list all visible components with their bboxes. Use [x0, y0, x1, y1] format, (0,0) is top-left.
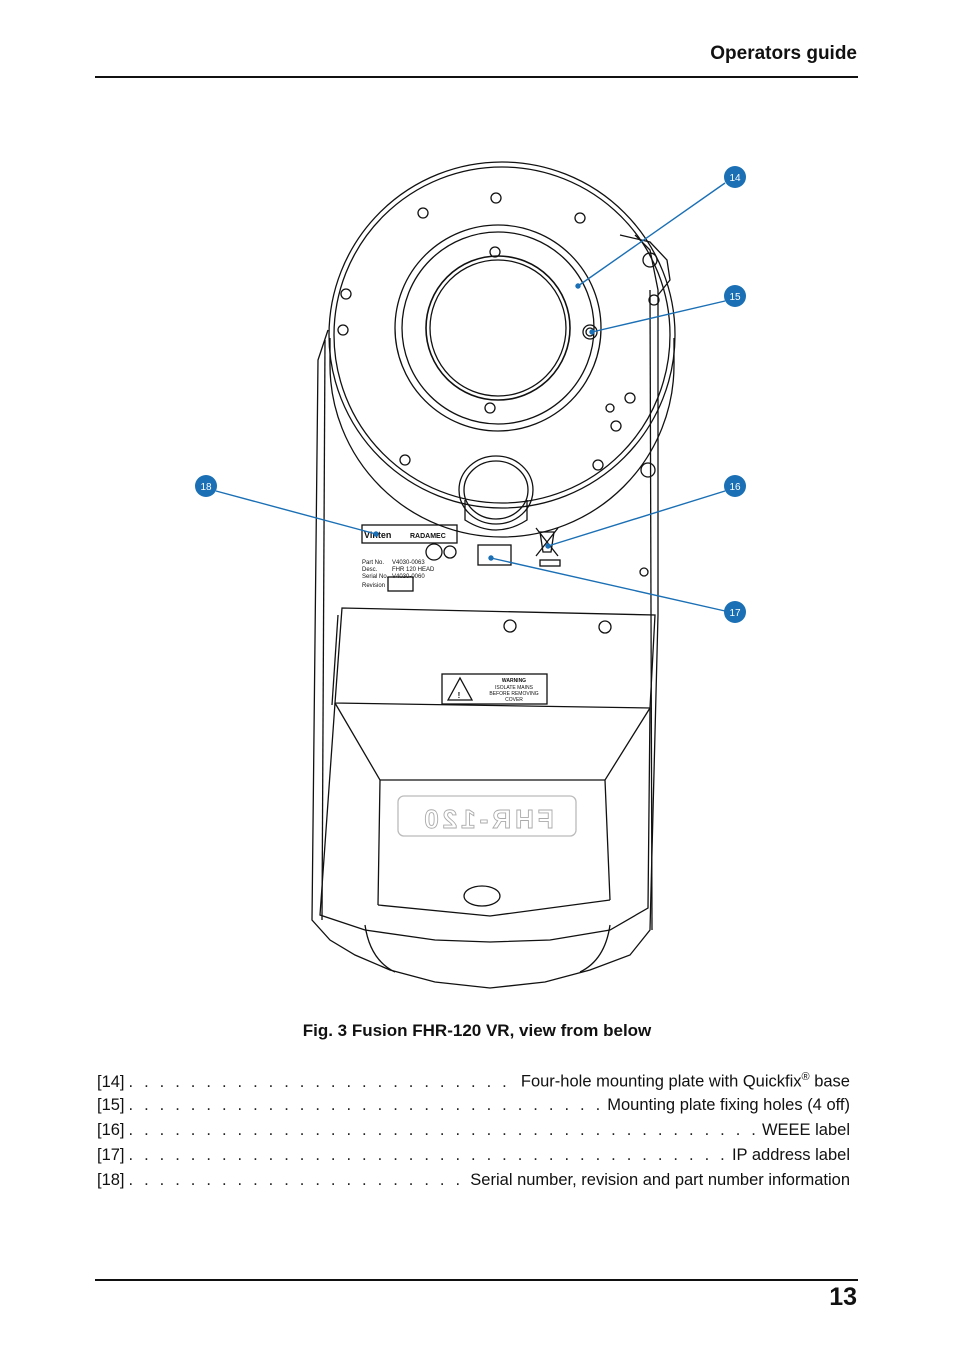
warning-line-4: COVER [505, 697, 523, 703]
callout-15-label: 15 [729, 292, 741, 303]
base-tray [319, 702, 651, 943]
leader-dots [129, 1096, 604, 1115]
leader-18 [215, 490, 377, 535]
warning-line-3: BEFORE REMOVING [489, 691, 538, 697]
legend-list: [14] Four-hole mounting plate with Quick… [97, 1071, 850, 1196]
callout-17-label: 17 [729, 608, 741, 619]
leader-17 [490, 557, 726, 612]
rotating-ring [328, 161, 676, 509]
desc-label: Desc. [362, 567, 378, 573]
legend-text: WEEE label [761, 1121, 850, 1139]
figure-caption: Fig. 3 Fusion FHR-120 VR, view from belo… [302, 1021, 652, 1040]
leader-16 [547, 490, 726, 547]
callout-16 [724, 475, 746, 497]
mounting-plate [394, 224, 602, 432]
legend-text: IP address label [731, 1146, 850, 1164]
page-number: 13 [829, 1283, 857, 1311]
serial-value: V4030-0060 [392, 574, 425, 580]
legend-key: [15] [97, 1096, 125, 1114]
callout-17 [724, 601, 746, 623]
body-outline [311, 234, 659, 989]
header-rule [95, 76, 858, 78]
footer-rule [95, 1279, 858, 1281]
legend-key: [17] [97, 1146, 125, 1164]
revision-label: Revision [362, 583, 385, 589]
leader-dots [129, 1073, 517, 1092]
legend-item-18: [18] Serial number, revision and part nu… [97, 1171, 850, 1196]
legend-item-16: [16] WEEE label [97, 1121, 850, 1146]
leader-dots [129, 1171, 467, 1190]
serial-label: Serial No. [362, 574, 389, 580]
legend-text: Four-hole mounting plate with Quickfix® … [521, 1071, 850, 1092]
embossed-model-text: FHR-120 [420, 804, 553, 834]
round-knob [458, 455, 534, 525]
legend-key: [16] [97, 1121, 125, 1139]
legend-item-17: [17] IP address label [97, 1146, 850, 1171]
device-figure: Vinten RADAMEC Part No. V4030-0063 Desc.… [195, 161, 746, 989]
legend-item-14: [14] Four-hole mounting plate with Quick… [97, 1071, 850, 1096]
part-no-label: Part No. [362, 560, 384, 566]
header-title: Operators guide [710, 43, 857, 64]
leader-dots [129, 1121, 758, 1140]
callout-14-label: 14 [729, 173, 741, 184]
legend-text: Mounting plate fixing holes (4 off) [607, 1096, 850, 1114]
part-no-value: V4030-0063 [392, 560, 425, 566]
legend-text-main: Four-hole mounting plate with Quickfix [520, 1072, 802, 1091]
warning-line-2: ISOLATE MAINS [495, 685, 534, 691]
callout-14 [724, 166, 746, 188]
legend-text-suffix: base [809, 1072, 850, 1091]
desc-value: FHR 120 HEAD [392, 567, 435, 573]
svg-text:!: ! [458, 691, 461, 700]
leader-dots [129, 1146, 728, 1165]
leader-14 [577, 182, 726, 287]
callout-18-label: 18 [200, 482, 212, 493]
leader-15 [591, 300, 726, 333]
legend-item-15: [15] Mounting plate fixing holes (4 off) [97, 1096, 850, 1121]
callout-16-label: 16 [729, 482, 741, 493]
legend-key: [18] [97, 1171, 125, 1189]
brand-right-label: RADAMEC [410, 533, 446, 540]
callout-15 [724, 285, 746, 307]
legend-text: Serial number, revision and part number … [470, 1171, 850, 1189]
callout-18 [195, 475, 217, 497]
warning-line-1: WARNING [502, 678, 526, 684]
legend-key: [14] [97, 1072, 125, 1091]
registered-mark: ® [801, 1071, 810, 1083]
